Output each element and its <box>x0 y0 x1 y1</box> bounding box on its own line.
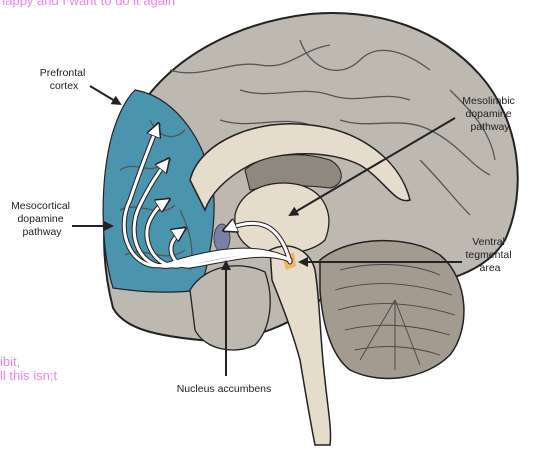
label-mesocortical-pathway: Mesocortical dopamine pathway <box>11 200 73 238</box>
label-ventral-tegmental-area: Ventral tegmental area <box>465 236 514 274</box>
overlay-text-left-line1: ibit, <box>0 354 21 369</box>
temporal-lobe <box>189 265 271 351</box>
label-mesolimbic-pathway: Mesolimbic dopamine pathway <box>462 95 517 133</box>
cerebellum-folia <box>334 264 456 370</box>
pointer-arrows <box>72 85 462 376</box>
label-prefrontal-cortex: Prefrontal cortex <box>40 67 88 92</box>
label-nucleus-accumbens: Nucleus accumbens <box>177 383 272 395</box>
thalamus <box>234 182 330 255</box>
cerebellum <box>319 239 465 380</box>
overlay-text-left-line2: ll this isn;t <box>0 368 58 383</box>
brainstem <box>269 245 332 446</box>
pathway-arrows <box>121 125 293 269</box>
corpus-callosum <box>189 123 411 212</box>
overlay-text-top: happy and I want to do it again <box>0 0 176 8</box>
